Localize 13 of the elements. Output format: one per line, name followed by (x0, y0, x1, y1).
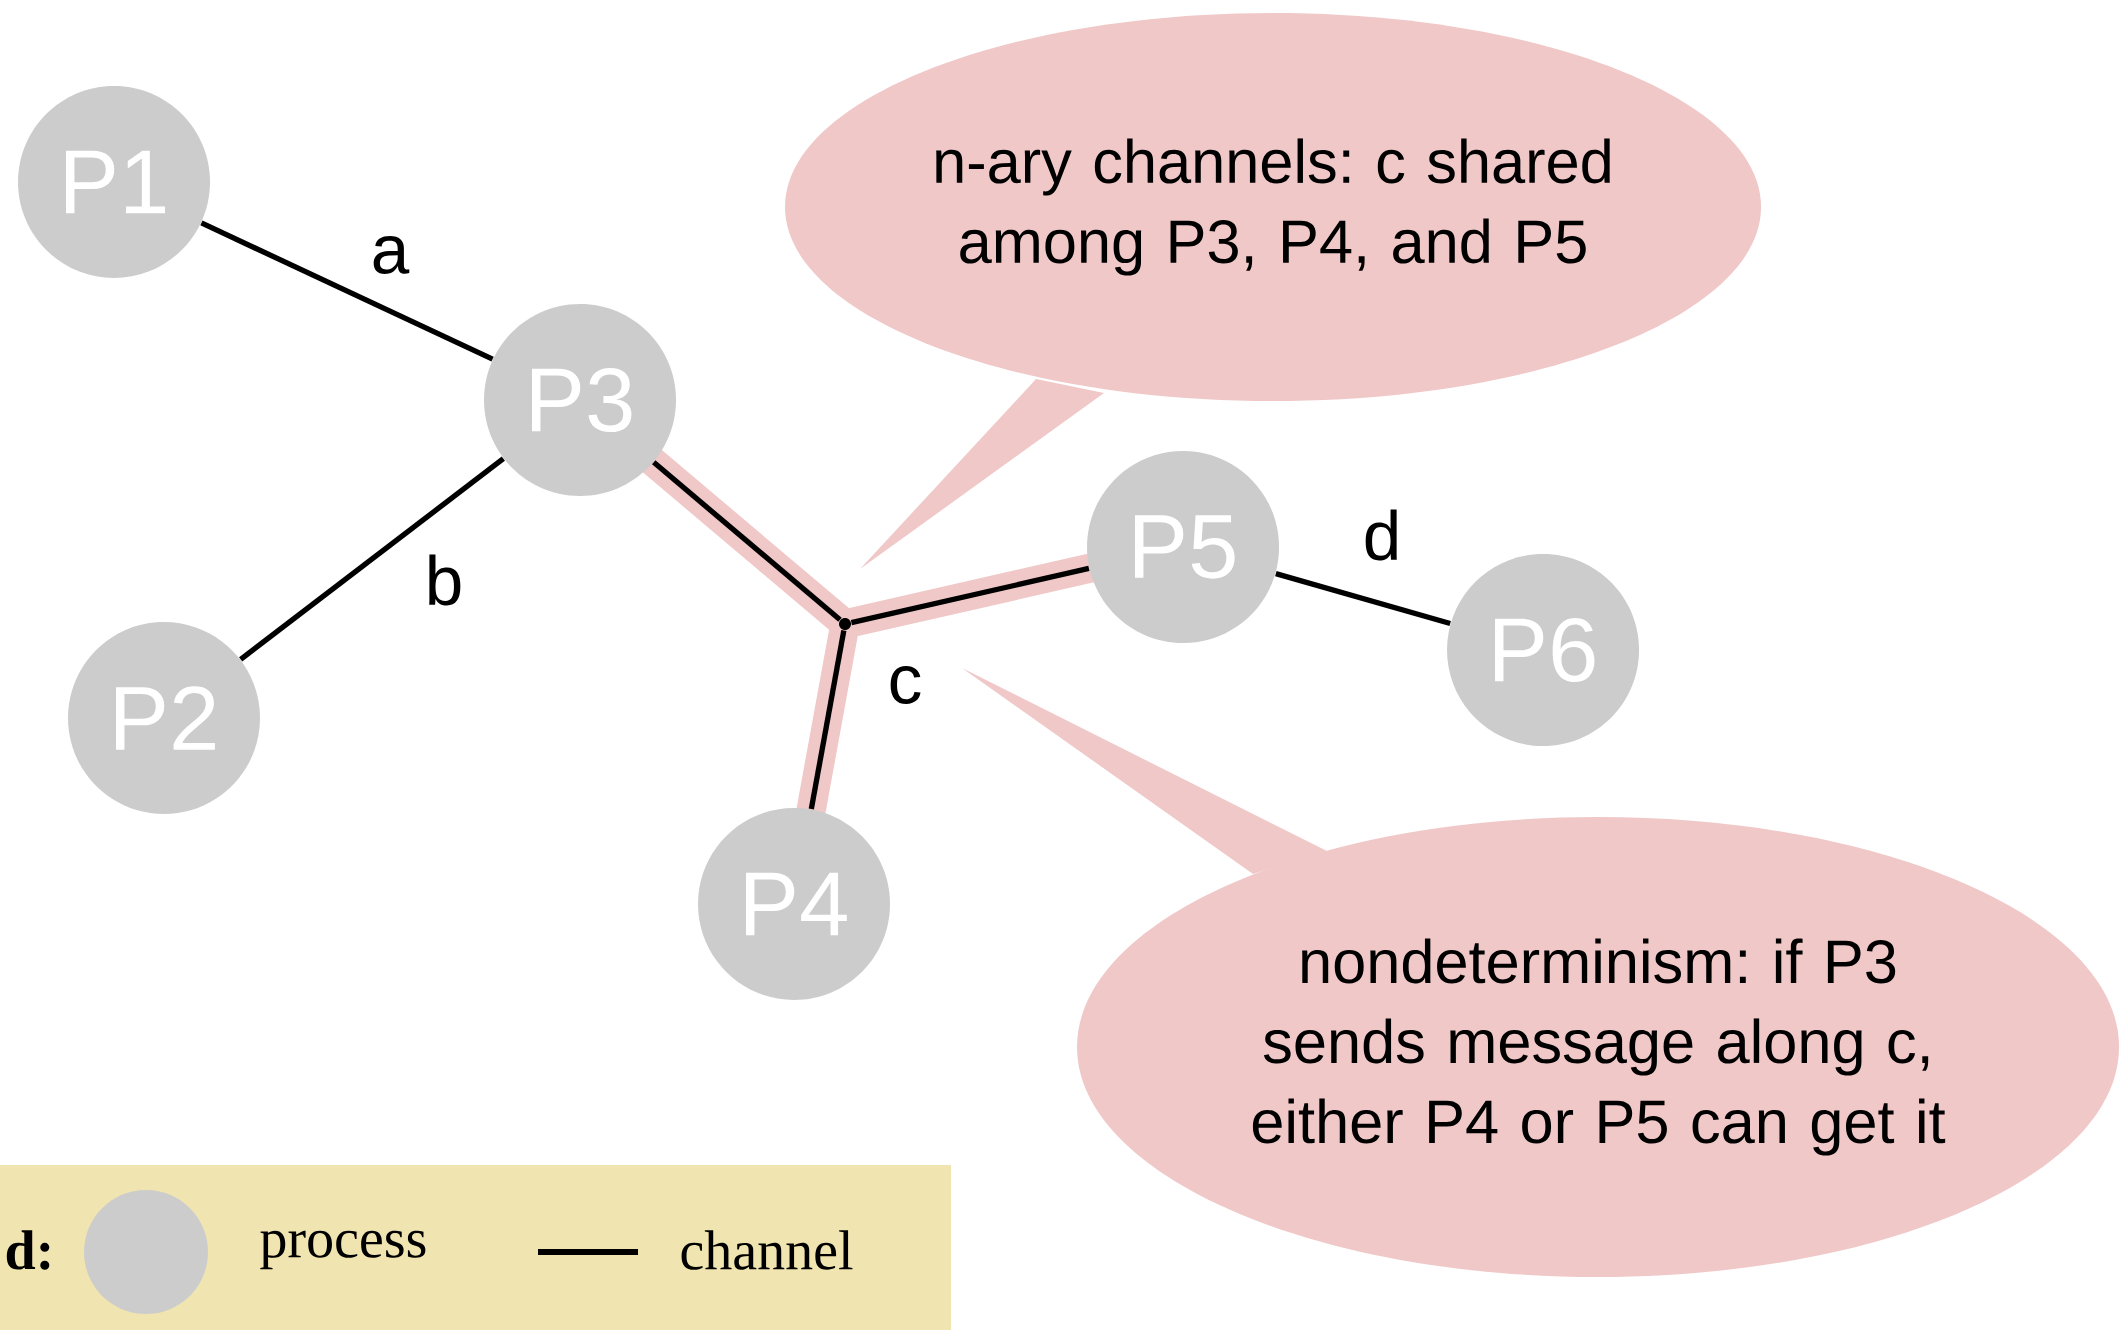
edge-label: a (373, 236, 410, 274)
edge-label: b (429, 554, 461, 606)
channel-line (808, 630, 847, 810)
channel-line (239, 456, 505, 662)
channel-line (652, 460, 842, 622)
channel-line (200, 220, 494, 362)
edge-label: c (890, 666, 921, 704)
legend-text: process (260, 1230, 426, 1270)
edge-label: d (1365, 509, 1397, 561)
channel-line (1275, 571, 1451, 627)
legend-text: channel (681, 1230, 853, 1270)
channel-line (850, 565, 1090, 626)
legend-title: d: (6, 1230, 50, 1270)
